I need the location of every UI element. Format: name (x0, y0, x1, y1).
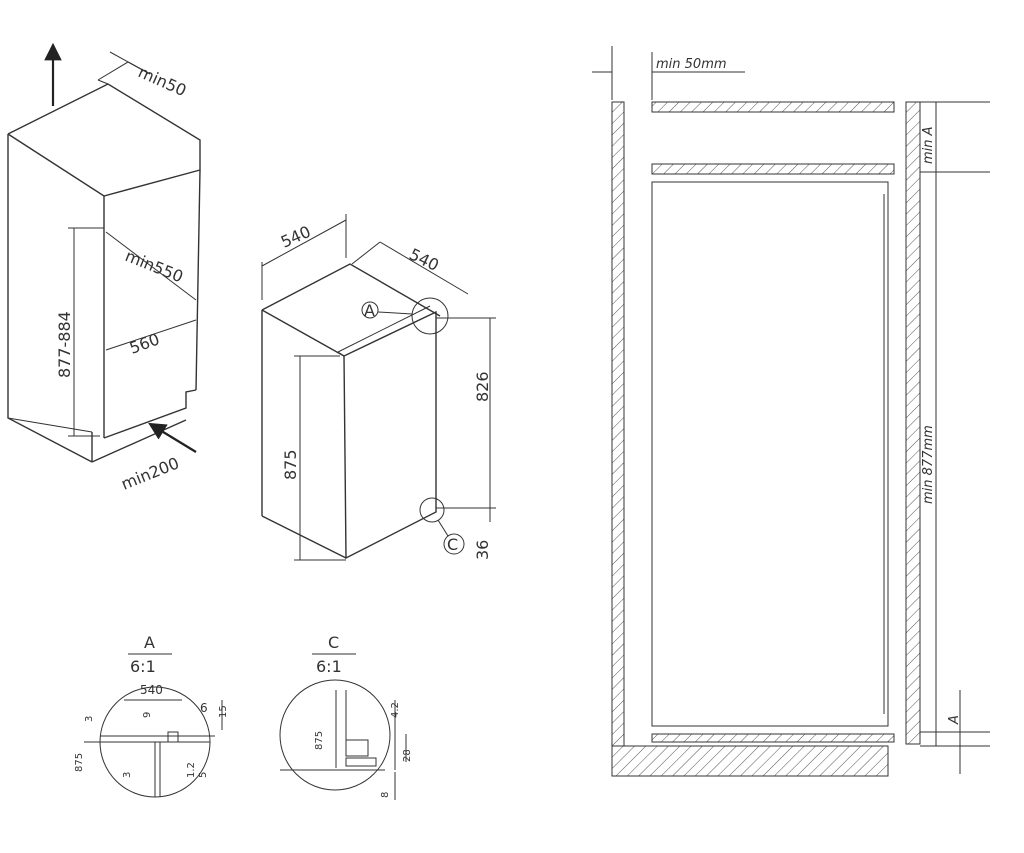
min-a-top-label: min A (921, 126, 936, 164)
door-height-label: 826 (473, 371, 492, 402)
height-range-label: 877-884 (55, 311, 74, 378)
detail-c: C 6:1 4.2 875 28 8 (279, 633, 413, 800)
detail-c-8: 8 (380, 792, 391, 798)
detail-a-9: 9 (142, 712, 153, 718)
min-bottom-vent-label: min200 (118, 453, 181, 493)
bottom-gap-label: 36 (473, 540, 492, 560)
niche-isometric: min50 min550 560 877-884 min200 (7, 42, 201, 494)
detail-a-5: 5 (198, 772, 209, 778)
callout-a-label: A (364, 301, 375, 320)
detail-c-28: 28 (402, 749, 413, 762)
detail-c-875: 875 (314, 731, 325, 750)
detail-c-4-2: 4.2 (390, 702, 401, 718)
min-depth-label: min550 (123, 246, 186, 286)
min-height-label: min 877mm (921, 425, 936, 504)
detail-a-title: A (144, 633, 155, 652)
detail-a-875: 875 (74, 753, 85, 772)
callout-c-label: C (447, 535, 458, 554)
section-view: min 50mm min A min 877mm A (592, 46, 990, 777)
height-label: 875 (281, 449, 300, 480)
depth-label-center: 540 (406, 245, 442, 275)
detail-a-scale: 6:1 (130, 657, 156, 676)
detail-c-title: C (328, 633, 339, 652)
appliance-isometric: 540 540 875 826 36 A C (261, 214, 496, 561)
min-top-clearance-label: min50 (135, 62, 189, 100)
detail-a-15: 15 (218, 705, 229, 718)
min-top-gap-label: min 50mm (656, 57, 727, 72)
detail-a-6: 6 (200, 701, 208, 715)
detail-a-1-2: 1.2 (186, 762, 197, 778)
airflow-bottom-arrow-icon (148, 422, 197, 453)
detail-c-scale: 6:1 (316, 657, 342, 676)
depth-label: 560 (127, 329, 162, 357)
detail-a-540: 540 (140, 683, 163, 697)
a-bottom-label: A (947, 715, 962, 725)
detail-a-3-low: 3 (122, 772, 133, 778)
detail-a-3-left: 3 (84, 716, 95, 722)
detail-a: A 6:1 540 9 6 15 3 875 3 1.2 5 (74, 633, 229, 798)
